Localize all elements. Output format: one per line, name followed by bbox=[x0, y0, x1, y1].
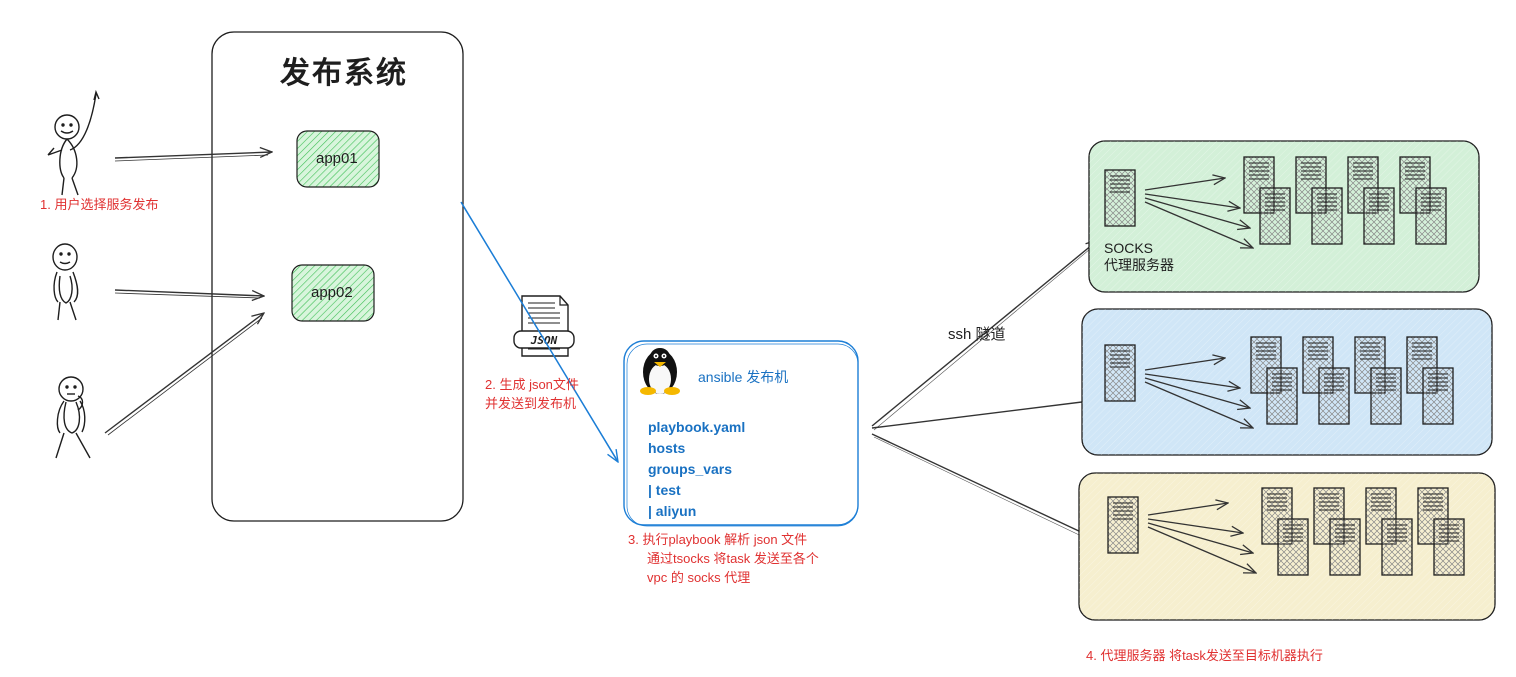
json-file-label: JSON bbox=[530, 334, 558, 347]
step1-annotation: 1. 用户选择服务发布 bbox=[40, 197, 159, 212]
target-server-icon bbox=[1311, 187, 1343, 245]
target-server-icon bbox=[1266, 367, 1298, 425]
arrow-user1-app01 bbox=[114, 152, 272, 159]
fanout-arrow bbox=[1147, 522, 1253, 553]
arrow-ansible-proxy3 bbox=[871, 433, 1098, 540]
user-figure-1 bbox=[47, 89, 100, 196]
fanout-arrow bbox=[1144, 193, 1240, 208]
ansible-file-list: playbook.yaml hosts groups_vars | test |… bbox=[648, 417, 745, 522]
file-group-test[interactable]: | test bbox=[648, 482, 681, 498]
target-server-icon bbox=[1370, 367, 1402, 425]
socks-proxy-line-1: SOCKS bbox=[1104, 240, 1154, 256]
fanout-arrow bbox=[1147, 526, 1256, 573]
step3-line-3: vpc 的 socks 代理 bbox=[647, 570, 751, 585]
arrow-user2-app02 bbox=[114, 289, 264, 296]
file-playbook[interactable]: playbook.yaml bbox=[648, 419, 746, 435]
vpc-cluster-3 bbox=[1078, 472, 1496, 621]
app01-label[interactable]: app01 bbox=[316, 150, 358, 167]
arrow-user3-app02 bbox=[104, 313, 264, 434]
user-figure-3 bbox=[55, 376, 91, 459]
fanout-arrow bbox=[1144, 201, 1253, 248]
vpc-cluster-1 bbox=[1088, 140, 1480, 293]
step3-line-2: 通过tsocks 将task 发送至各个 bbox=[647, 551, 819, 566]
fanout-arrow bbox=[1144, 377, 1250, 408]
arrow-ansible-proxy2 bbox=[871, 400, 1098, 429]
fanout-arrow bbox=[1144, 358, 1225, 371]
target-server-icon bbox=[1318, 367, 1350, 425]
fanout-arrow bbox=[1144, 178, 1225, 191]
app02-box[interactable] bbox=[291, 264, 375, 322]
publish-system-title: 发布系统 bbox=[280, 57, 408, 90]
linux-penguin-icon bbox=[640, 348, 680, 395]
ansible-title: ansible 发布机 bbox=[698, 369, 789, 385]
target-server-icon bbox=[1422, 367, 1454, 425]
target-server-icon bbox=[1259, 187, 1291, 245]
step2-line-2: 并发送到发布机 bbox=[485, 396, 577, 411]
step4-annotation: 4. 代理服务器 将task发送至目标机器执行 bbox=[1086, 648, 1323, 663]
user-figure-2 bbox=[52, 243, 79, 321]
arrow-ansible-proxy1 bbox=[871, 240, 1098, 427]
vpc-cluster-2 bbox=[1081, 308, 1493, 456]
target-server-icon bbox=[1433, 518, 1465, 576]
socks-proxy-server-icon bbox=[1104, 344, 1136, 402]
socks-proxy-server-icon bbox=[1104, 169, 1136, 227]
file-hosts[interactable]: hosts bbox=[648, 440, 686, 456]
target-server-icon bbox=[1417, 487, 1449, 545]
target-server-icon bbox=[1381, 518, 1413, 576]
step3-annotation: 3. 执行playbook 解析 json 文件 通过tsocks 将task … bbox=[628, 530, 819, 587]
fanout-arrow bbox=[1147, 518, 1243, 533]
step3-line-1: 3. 执行playbook 解析 json 文件 bbox=[628, 532, 808, 547]
target-server-icon bbox=[1363, 187, 1395, 245]
target-server-icon bbox=[1415, 187, 1447, 245]
file-group-aliyun[interactable]: | aliyun bbox=[648, 503, 697, 519]
fanout-arrow bbox=[1144, 373, 1240, 388]
socks-proxy-label: SOCKS 代理服务器 bbox=[1104, 240, 1174, 274]
file-groups-vars[interactable]: groups_vars bbox=[648, 461, 733, 477]
target-server-icon bbox=[1277, 518, 1309, 576]
step2-annotation: 2. 生成 json文件 并发送到发布机 bbox=[485, 375, 579, 413]
app01-box[interactable] bbox=[296, 130, 380, 188]
ssh-tunnel-label: ssh 隧道 bbox=[948, 326, 1006, 343]
app02-label[interactable]: app02 bbox=[311, 284, 353, 301]
target-server-icon bbox=[1329, 518, 1361, 576]
socks-proxy-server-icon bbox=[1107, 496, 1139, 554]
step2-line-1: 2. 生成 json文件 bbox=[485, 377, 579, 392]
fanout-arrow bbox=[1144, 381, 1253, 428]
fanout-arrow bbox=[1147, 503, 1228, 516]
fanout-arrow bbox=[1144, 197, 1250, 228]
socks-proxy-line-2: 代理服务器 bbox=[1104, 257, 1174, 273]
